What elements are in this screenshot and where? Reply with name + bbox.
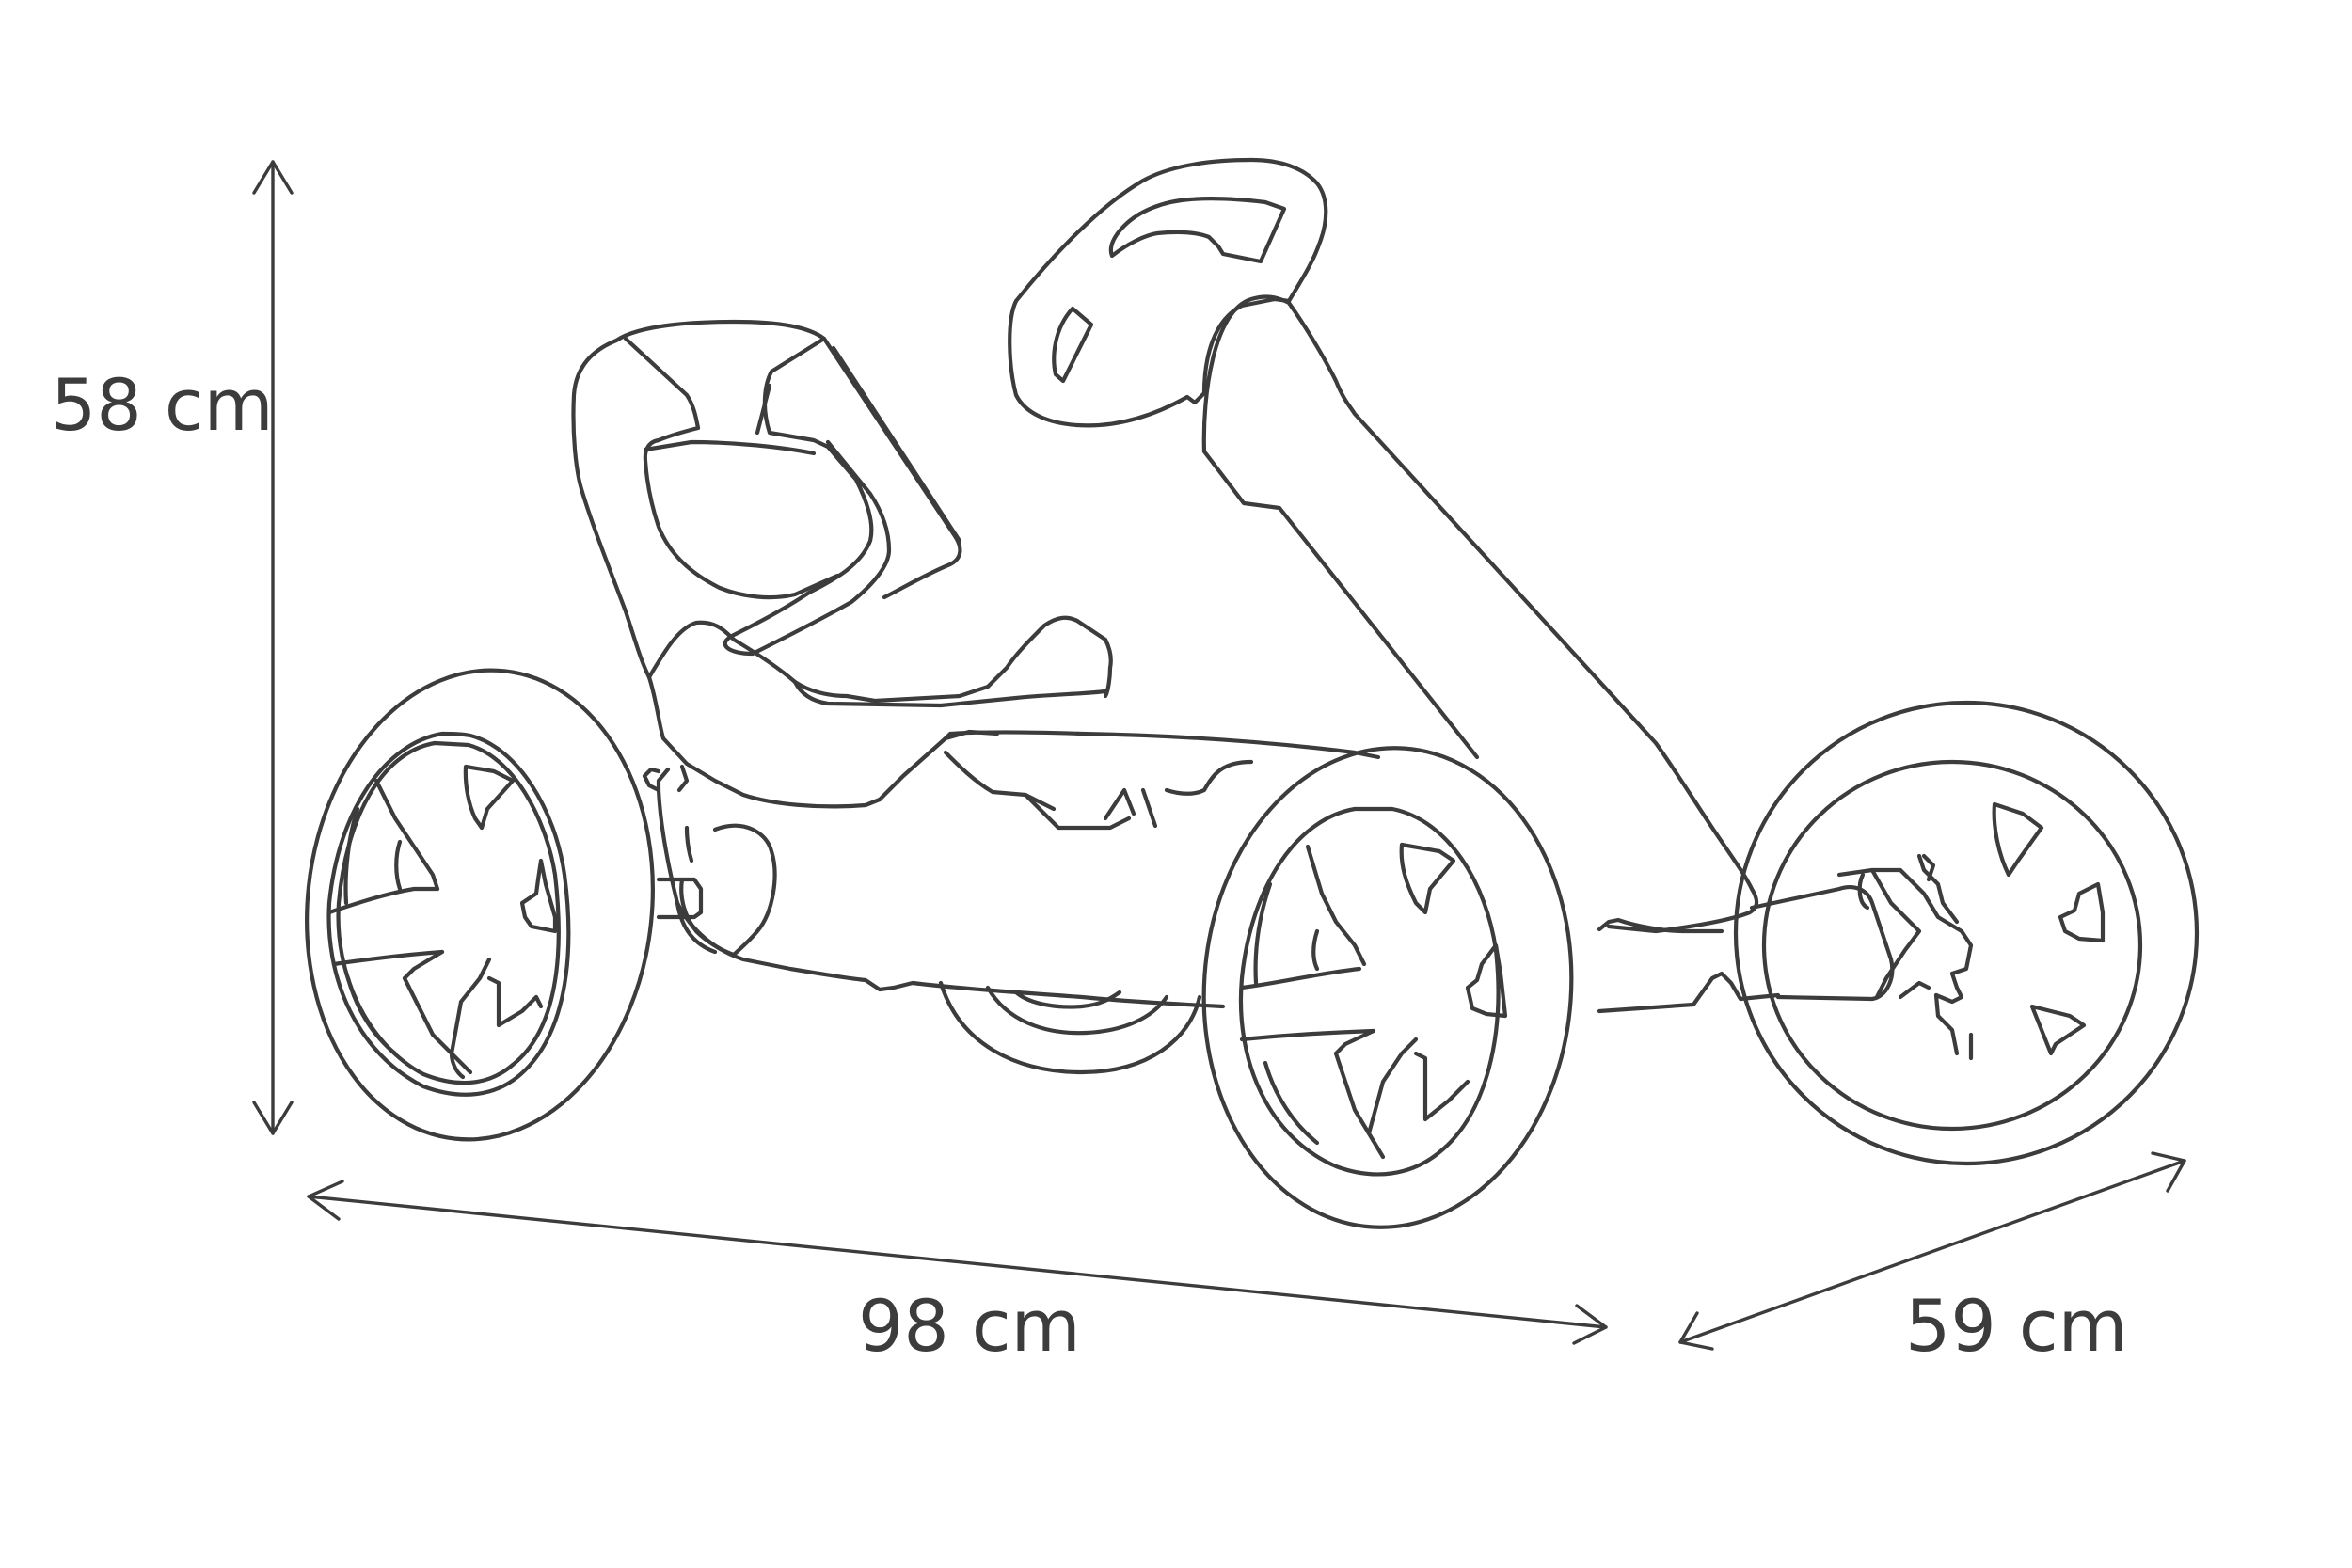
steering-column: [1201, 294, 1759, 934]
height-dimension-arrow: [252, 160, 294, 1135]
height-label: 58 cm: [51, 363, 274, 447]
front-right-wheel: [1733, 700, 2200, 1166]
length-label: 98 cm: [858, 1284, 1081, 1368]
chassis-frame: [642, 729, 1781, 1014]
seat: [571, 319, 1113, 809]
front-left-wheel: [1201, 746, 1574, 1229]
steering-wheel: [1008, 157, 1328, 428]
rear-left-wheel: [305, 668, 655, 1142]
width-label: 59 cm: [1905, 1284, 2128, 1368]
length-dimension-arrow: [307, 1180, 1608, 1345]
width-dimension-arrow: [1678, 1151, 2186, 1351]
